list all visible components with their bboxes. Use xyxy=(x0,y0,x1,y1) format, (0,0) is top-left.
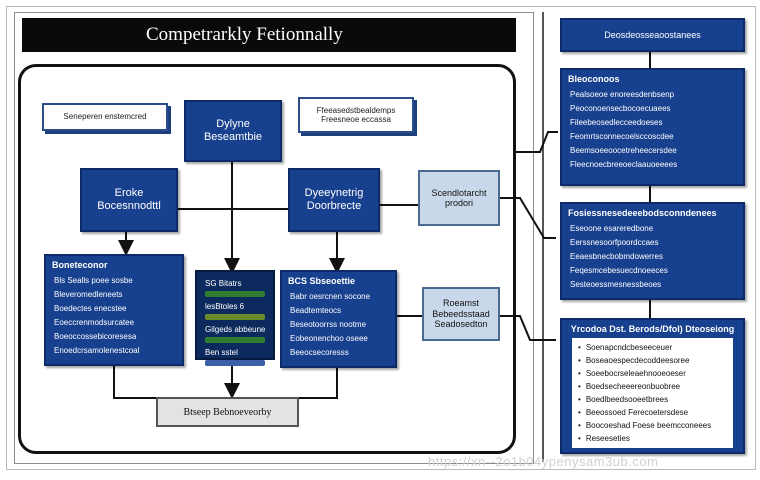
right-panel-2-line: Feqesmcebesuecdnoeeces xyxy=(570,266,668,275)
light-lower-box: Roeamst Bebeedsstaad Seadosedton xyxy=(422,287,500,341)
dark-panel-bar xyxy=(205,314,265,320)
left-panel-line: Eoeccrenmodsurcatee xyxy=(54,318,135,327)
right-panel-3-bullet: Boocoeshad Foese beemcconeees xyxy=(578,419,727,432)
left-frame xyxy=(14,12,534,464)
right-panel-2: Fosiessnesedeeebodsconndenees Eseoone es… xyxy=(560,202,745,300)
dark-panel-bar xyxy=(205,337,265,343)
left-panel-line: Bleveromedleneets xyxy=(54,290,123,299)
left-panel-title: Boneteconor xyxy=(52,260,108,270)
box-left: Eroke Bocesnnodttl xyxy=(80,168,178,232)
right-panel-2-line: Eseoone esareredbone xyxy=(570,224,654,233)
right-panel-1-line: Feomrtsconnecoelsccoscdee xyxy=(570,132,674,141)
box-side: Scendlotarcht prodori xyxy=(418,170,500,226)
mid-panel-title: BCS Sbseoettie xyxy=(288,276,356,286)
right-panel-1-line: Peoconoensecbocoecuaees xyxy=(570,104,671,113)
bottom-box: Btseep Bebnoeveorby xyxy=(156,397,299,427)
right-panel-1-line: Fileebeosedlecceedoeses xyxy=(570,118,663,127)
light-lower-label: Roeamst Bebeedsstaad Seadosedton xyxy=(432,298,490,330)
right-panel-3-bullet: Boseaoespecdecoddeesoree xyxy=(578,354,727,367)
dark-panel-bar xyxy=(205,291,265,297)
right-panel-3: Yrcodoa Dst. Berods/Dfol) Dteoseiong Soe… xyxy=(560,318,745,454)
connector-light-panel3 xyxy=(500,315,556,341)
right-panel-1-line: Pealsoeoe enoreesdenbsenp xyxy=(570,90,675,99)
dark-panel-line: Ben sstel xyxy=(205,348,238,357)
callout-left: Seneperen enstemcred xyxy=(42,103,168,131)
left-panel-line: Boedectes enecstee xyxy=(54,304,127,313)
right-panel-2-line: Sesteoessmesnessbeoes xyxy=(570,280,662,289)
box-mid: Dyeeynetrig Doorbrecte xyxy=(288,168,380,232)
connector-left-bottom xyxy=(113,366,156,399)
diagram-canvas xyxy=(18,64,516,454)
callout-right: Ffeeasedstbealdemps Freesneoe eccassa xyxy=(298,97,414,133)
box-mid-label: Dyeeynetrig Doorbrecte xyxy=(304,187,364,212)
right-panel-3-bullet: Boedsecheeereonbuobree xyxy=(578,380,727,393)
dark-panel-line: SG Bitatrs xyxy=(205,279,242,288)
box-side-label: Scendlotarcht prodori xyxy=(431,187,487,208)
right-panel-3-bullet: Reseeseties xyxy=(578,432,727,445)
mid-panel-line: Babr oesrcnen socone xyxy=(290,292,371,301)
box-top: Dylyne Beseamtbie xyxy=(184,100,282,162)
watermark-text: https://xn--2o1b04ypenysam3ub.com xyxy=(428,454,659,469)
mid-panel-line: Beseotoorrss nootme xyxy=(290,320,367,329)
outer-frame xyxy=(6,6,756,470)
connector-side-panel1 xyxy=(516,131,558,153)
left-panel-line: Boeoccossebicoresesa xyxy=(54,332,137,341)
box-top-label: Dylyne Beseamtbie xyxy=(203,118,263,143)
mid-panel-line: Eobeonenchoo oseee xyxy=(290,334,368,343)
right-panel-3-bullet: Soeebocrseleaehnooeoeser xyxy=(578,367,727,380)
bottom-box-label: Btseep Bebnoeveorby xyxy=(183,406,272,418)
right-panel-1-line: Fleecnoecbreeoeclaauoeeees xyxy=(570,160,678,169)
right-panel-3-bullets: SoenapcndcbeseeceuerBoseaoespecdecoddees… xyxy=(572,338,733,448)
right-panel-3-bullet: Soenapcndcbeseeceuer xyxy=(578,341,727,354)
callout-right-text: Ffeeasedstbealdemps Freesneoe eccassa xyxy=(316,105,396,124)
callout-left-text: Seneperen enstemcred xyxy=(63,112,147,122)
right-panel-2-line: Eerssnesoorfpoordccaes xyxy=(570,238,659,247)
mid-panel-line: Beadtemteocs xyxy=(290,306,342,315)
right-panel-1-title: Bleoconoos xyxy=(568,74,620,84)
box-left-label: Eroke Bocesnnodttl xyxy=(97,187,161,212)
right-panel-3-bullet: Beeossoed Ferecoetersdese xyxy=(578,406,727,419)
right-panel-2-line: Eeaesbnecbobmdowerres xyxy=(570,252,663,261)
mid-panel-line: Beeocsecoresss xyxy=(290,348,349,357)
dark-panel-line: lesBtoles 6 xyxy=(205,302,245,311)
dark-panel-line: Gilgeds abbeunes xyxy=(205,325,265,334)
right-panel-2-title: Fosiessnesedeeebodsconndenees xyxy=(568,208,717,218)
right-panel-3-bullet: Boedlbeedsooeetbrees xyxy=(578,393,727,406)
connector-side-panel2 xyxy=(500,197,556,239)
right-panel-1-line: Beemsoeeoocetreheecersdee xyxy=(570,146,677,155)
diagram-title: Competrarkly Fetionnally xyxy=(22,18,516,52)
right-panel-3-title: Yrcodoa Dst. Berods/Dfol) Dteoseiong xyxy=(570,324,735,334)
dark-panel-bar xyxy=(205,360,265,366)
right-header: Deosdeosseaoostanees xyxy=(560,18,745,52)
left-panel-line: Bls Sealls poee sosbe xyxy=(54,276,133,285)
left-panel-line: Enoedcrsamolenestcoal xyxy=(54,346,140,355)
right-header-label: Deosdeosseaoostanees xyxy=(604,29,701,40)
connector-mid-bottom xyxy=(299,368,338,399)
